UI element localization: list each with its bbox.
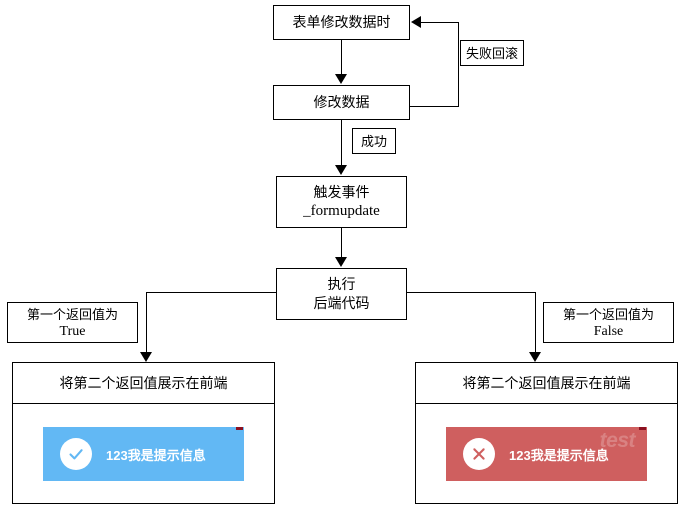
edge-branch-true-arrow: [140, 352, 152, 362]
node-execute-backend[interactable]: 执行 后端代码: [276, 268, 407, 320]
panel-error-body: 123我是提示信息 test: [416, 404, 677, 504]
toast-error-message: 123我是提示信息: [509, 447, 609, 463]
panel-error-header: 将第二个返回值展示在前端: [416, 363, 677, 404]
node-start[interactable]: 表单修改数据时: [273, 5, 410, 40]
toast-error-close-icon[interactable]: [639, 427, 646, 430]
node-start-label: 表单修改数据时: [292, 14, 391, 30]
node-trigger-event-label-line1: 触发事件: [313, 184, 370, 200]
edge-label-branch-true-line2: True: [59, 323, 86, 339]
edge-rollback-arrow: [411, 16, 421, 28]
edge-rollback-vertical-segment: [458, 22, 459, 107]
edge-label-rollback-text: 失败回滚: [465, 45, 518, 61]
panel-success-result: 将第二个返回值展示在前端 123我是提示信息: [12, 362, 275, 504]
edge-rollback-bottom-segment: [410, 106, 459, 107]
edge-modify-to-trigger-line: [341, 120, 342, 168]
node-modify[interactable]: 修改数据: [273, 85, 410, 120]
toast-success-message: 123我是提示信息: [106, 447, 206, 463]
check-circle-icon: [60, 438, 92, 470]
edge-label-branch-false-line1: 第一个返回值为: [562, 306, 654, 322]
edge-label-branch-true: 第一个返回值为 True: [7, 302, 138, 343]
toast-success-close-icon[interactable]: [236, 427, 243, 430]
node-trigger-event[interactable]: 触发事件 _formupdate: [276, 176, 407, 228]
edge-label-success-text: 成功: [360, 133, 387, 149]
panel-success-header: 将第二个返回值展示在前端: [13, 363, 274, 404]
x-circle-icon: [463, 438, 495, 470]
edge-label-success: 成功: [352, 128, 396, 154]
node-modify-label: 修改数据: [313, 94, 370, 110]
edge-branch-false-vertical: [535, 292, 536, 353]
edge-rollback-top-segment: [421, 22, 459, 23]
node-execute-backend-label-line1: 执行: [327, 276, 356, 292]
edge-start-to-modify-line: [341, 40, 342, 75]
edge-modify-to-trigger-arrow: [335, 165, 347, 175]
edge-label-branch-false-line2: False: [593, 323, 624, 339]
edge-start-to-modify-arrow: [335, 74, 347, 84]
edge-label-rollback: 失败回滚: [460, 40, 524, 66]
toast-success[interactable]: 123我是提示信息: [43, 427, 244, 481]
edge-branch-false-horizontal: [406, 292, 536, 293]
edge-label-branch-false: 第一个返回值为 False: [543, 302, 674, 343]
edge-branch-true-horizontal: [146, 292, 277, 293]
edge-branch-false-arrow: [529, 352, 541, 362]
edge-label-branch-true-line1: 第一个返回值为: [26, 306, 118, 322]
panel-error-result: 将第二个返回值展示在前端 123我是提示信息 test: [415, 362, 678, 504]
edge-trigger-to-execute-line: [341, 228, 342, 260]
toast-error[interactable]: 123我是提示信息 test: [446, 427, 647, 481]
edge-branch-true-vertical: [146, 292, 147, 353]
node-execute-backend-label-line2: 后端代码: [313, 295, 370, 311]
edge-trigger-to-execute-arrow: [335, 257, 347, 267]
panel-success-body: 123我是提示信息: [13, 404, 274, 504]
node-trigger-event-label-line2: _formupdate: [303, 203, 380, 219]
